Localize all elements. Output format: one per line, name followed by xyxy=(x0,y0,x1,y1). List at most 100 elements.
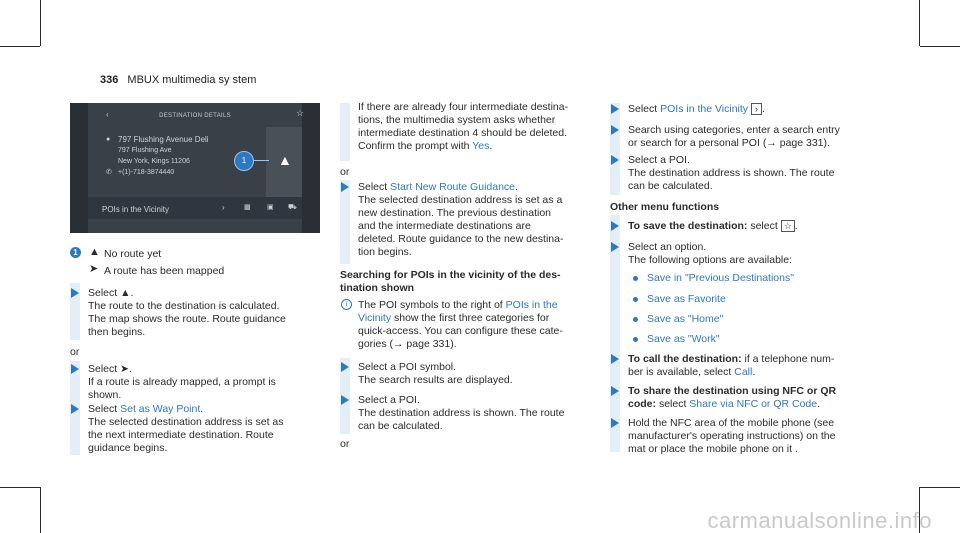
step-text: The search results are displayed. xyxy=(358,374,513,386)
step-text: To share the destination using NFC or QR xyxy=(628,385,837,397)
chevron-right-icon: › xyxy=(750,103,762,115)
info-icon: i xyxy=(341,299,352,310)
route-button[interactable] xyxy=(266,127,302,199)
callout-badge: 1 xyxy=(234,151,254,171)
place-name: 797 Flushing Avenue Deli xyxy=(118,135,209,144)
arrow-icon xyxy=(341,395,349,405)
poi-category-icon[interactable]: ▣ xyxy=(267,204,274,211)
pois-in-the-vicinity-link[interactable]: POIs in the Vicinity xyxy=(660,103,749,115)
navigation-arrow-icon: ▲ xyxy=(278,152,292,168)
address-line-2: New York, Kings 11206 xyxy=(118,158,190,165)
bullet-icon xyxy=(633,297,638,302)
arrow-icon xyxy=(71,364,79,374)
pois-in-the-vicinity-link[interactable]: POIs in the xyxy=(505,299,558,311)
para-line: tions, the multimedia system asks whethe… xyxy=(358,114,556,126)
step-text: Select ➤. xyxy=(88,363,132,375)
back-icon: ‹ xyxy=(106,110,109,119)
option-previous-destinations[interactable]: Save in "Previous Destinations" xyxy=(647,272,794,284)
step-text: or search for a personal POI (→ page 331… xyxy=(628,137,830,149)
set-as-way-point-link[interactable]: Set as Way Point xyxy=(120,403,201,415)
poi-category-icon[interactable]: ⛟ xyxy=(288,204,297,211)
section-heading: Other menu functions xyxy=(610,201,720,213)
star-icon: ☆ xyxy=(296,108,305,118)
arrow-icon xyxy=(341,362,349,372)
step-text: shown. xyxy=(88,389,122,401)
arrow-icon xyxy=(611,125,619,135)
info-text: The POI symbols to the right of POIs in … xyxy=(358,299,563,351)
step-text: Search using categories, enter a search … xyxy=(628,124,840,136)
step-text: If a route is already mapped, a prompt i… xyxy=(88,376,276,388)
crop-mark xyxy=(919,0,920,46)
yes-link[interactable]: Yes xyxy=(472,140,490,152)
arrow-icon xyxy=(611,354,619,364)
pois-bar[interactable] xyxy=(88,197,302,219)
step-text: ber is available, select Call. xyxy=(628,366,756,378)
step-bar xyxy=(340,103,350,161)
or-text: or xyxy=(340,166,350,178)
step-text: The destination address is shown. The ro… xyxy=(628,167,835,179)
page-number: 336 xyxy=(100,74,119,86)
call-link[interactable]: Call xyxy=(734,366,753,378)
option-work[interactable]: Save as "Work" xyxy=(647,333,720,345)
para-line: Confirm the prompt with Yes. xyxy=(358,140,493,152)
step-text: The destination address is shown. The ro… xyxy=(358,407,565,419)
step-bar xyxy=(70,283,80,340)
step-bar xyxy=(610,215,620,452)
no-route-icon: ▲ xyxy=(89,246,100,258)
location-icon: ● xyxy=(106,136,111,143)
step-text: Select Set as Way Point. xyxy=(88,403,204,415)
step-text: then begins. xyxy=(88,326,146,338)
destination-details-screen: ‹ DESTINATION DETAILS ☆ ● 797 Flushing A… xyxy=(70,103,320,233)
poi-category-icon[interactable]: ▩ xyxy=(244,204,251,211)
step-text: can be calculated. xyxy=(628,180,713,192)
step-text: manufacturer's operating instructions) o… xyxy=(628,430,836,442)
step-text: Select Start New Route Guidance. xyxy=(358,181,518,193)
step-text: Select a POI. xyxy=(358,394,420,406)
phone-icon: ✆ xyxy=(106,169,112,176)
step-text: new destination. The previous destinatio… xyxy=(358,207,552,219)
section-heading: Searching for POIs in the vicinity of th… xyxy=(340,269,561,281)
route-icon: ▲ xyxy=(120,287,131,299)
step-bar xyxy=(610,103,620,195)
step-text: deleted. Route guidance to the new desti… xyxy=(358,233,564,245)
para-line: intermediate destination 4 should be del… xyxy=(358,127,567,139)
legend-no-route: No route yet xyxy=(104,248,162,260)
badge-1: 1 xyxy=(70,247,81,258)
screen-title: DESTINATION DETAILS xyxy=(159,113,231,119)
or-text: or xyxy=(70,346,80,358)
para-line: If there are already four intermediate d… xyxy=(358,101,569,113)
bullet-icon xyxy=(633,337,638,342)
step-text: the next intermediate destination. Route xyxy=(88,429,274,441)
arrow-icon xyxy=(71,404,79,414)
option-home[interactable]: Save as "Home" xyxy=(647,313,724,325)
step-text: Hold the NFC area of the mobile phone (s… xyxy=(628,417,835,429)
crop-mark xyxy=(0,46,40,47)
start-new-route-guidance-link[interactable]: Start New Route Guidance xyxy=(390,181,516,193)
section-heading: tination shown xyxy=(340,282,415,294)
or-text: or xyxy=(340,438,350,450)
arrow-icon xyxy=(611,155,619,165)
step-text: Select ▲. xyxy=(88,287,134,299)
route-mapped-icon: ➤ xyxy=(89,263,99,275)
step-text: guidance begins. xyxy=(88,442,168,454)
chevron-right-icon: › xyxy=(222,203,225,212)
step-text: mat or place the mobile phone on it . xyxy=(628,443,798,455)
step-text: can be calculated. xyxy=(358,420,443,432)
pois-label: POIs in the Vicinity xyxy=(102,205,169,214)
bullet-icon xyxy=(633,317,638,322)
info-line: gories (→ page 331). xyxy=(358,338,457,350)
pois-in-the-vicinity-link[interactable]: Vicinity xyxy=(358,312,392,324)
step-text: To save the destination: select ☆. xyxy=(628,220,798,232)
star-icon: ☆ xyxy=(780,220,795,232)
share-via-nfc-link[interactable]: Share via NFC or QR Code xyxy=(689,398,818,410)
step-text: The route to the destination is calculat… xyxy=(88,300,280,312)
step-text: To call the destination: if a telephone … xyxy=(628,353,835,365)
step-text: The following options are available: xyxy=(628,254,793,266)
legend-route-mapped: A route has been mapped xyxy=(104,265,225,277)
option-favorite[interactable]: Save as Favorite xyxy=(647,293,726,305)
arrow-icon xyxy=(71,288,79,298)
arrow-icon xyxy=(611,242,619,252)
step-text: Select a POI symbol. xyxy=(358,361,457,373)
phone-number: +(1)-718-3874440 xyxy=(118,169,175,176)
step-text: The selected destination address is set … xyxy=(358,194,563,206)
